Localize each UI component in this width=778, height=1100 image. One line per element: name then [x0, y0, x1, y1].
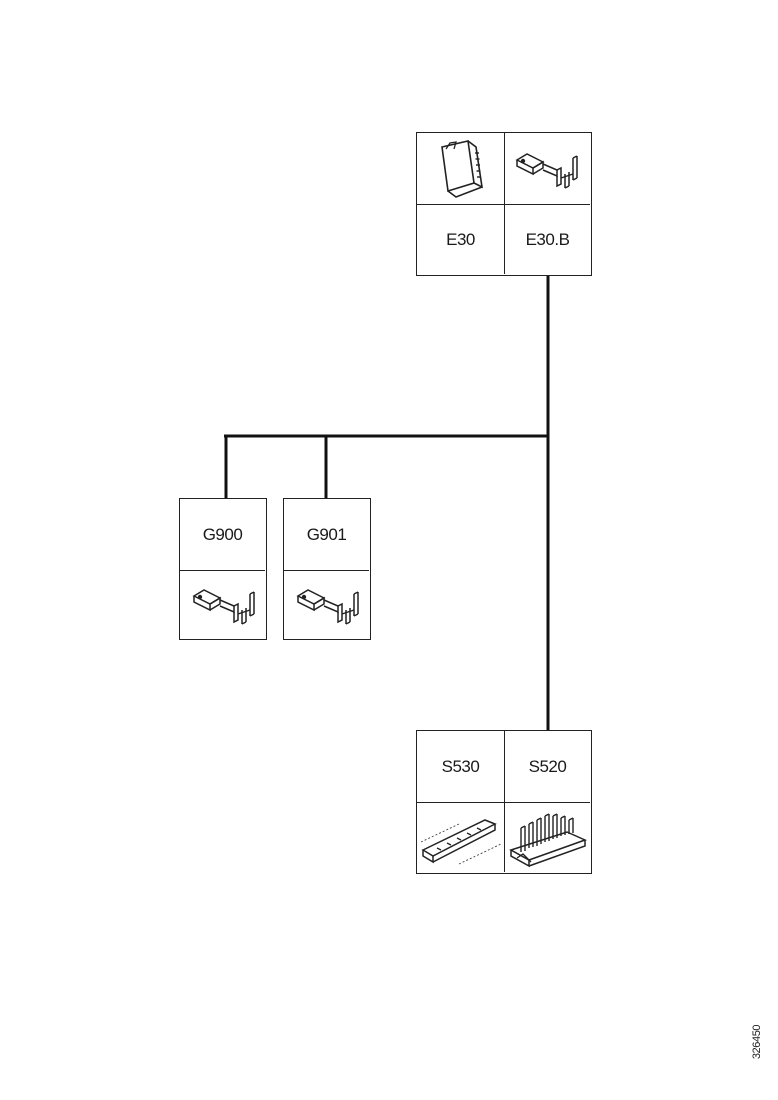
e30b-image-cell	[505, 133, 590, 205]
g900-image-cell	[180, 571, 265, 638]
e30-label-cell: E30	[417, 205, 505, 274]
reference-code: 326450	[746, 1022, 768, 1062]
connector-label-s520: S520	[528, 756, 567, 776]
terminal-pin-icon	[295, 588, 359, 625]
multi-pin-block-icon	[508, 812, 587, 867]
reference-code-text: 326450	[751, 1024, 763, 1060]
s520-image-cell	[505, 803, 590, 872]
e30-image-cell	[417, 133, 505, 205]
terminal-pin-icon	[514, 152, 578, 189]
g901-image-cell	[284, 571, 369, 638]
s530-image-cell	[417, 803, 505, 872]
connector-label-e30b: E30.B	[525, 229, 570, 249]
connector-label-s530: S530	[441, 756, 480, 776]
module-connector-icon	[440, 139, 483, 198]
s520-label-cell: S520	[505, 731, 590, 803]
connector-label-e30: E30	[446, 229, 475, 249]
g901-label-cell: G901	[284, 499, 369, 571]
connector-block-g901: G901	[283, 498, 371, 640]
connector-label-g901: G901	[306, 524, 347, 544]
connector-label-g900: G900	[202, 524, 243, 544]
connector-block-s530: S530 S520	[416, 730, 592, 874]
terminal-pin-icon	[191, 588, 255, 625]
e30b-label-cell: E30.B	[505, 205, 590, 274]
g900-label-cell: G900	[180, 499, 265, 571]
s530-label-cell: S530	[417, 731, 505, 803]
connector-block-e30: E30 E30.B	[416, 132, 592, 276]
terminal-strip-icon	[420, 818, 501, 864]
connector-block-g900: G900	[179, 498, 267, 640]
